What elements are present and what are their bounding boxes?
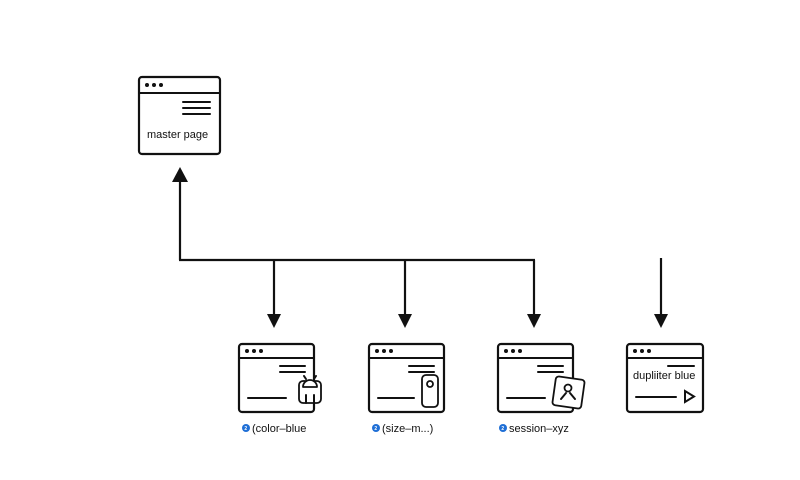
badge-label: 2	[374, 426, 377, 432]
window-dot	[389, 349, 393, 353]
variant-2-arrowhead	[398, 314, 412, 328]
android-robot-icon	[298, 375, 322, 404]
detached-arrowhead	[654, 314, 668, 328]
master-page-label: master page	[147, 129, 208, 141]
window-dot	[375, 349, 379, 353]
badge-label: 2	[244, 426, 247, 432]
info-badge-icon	[372, 424, 380, 432]
variant-window-2	[367, 342, 446, 414]
variant-caption-2: 2 (size–m...)	[372, 423, 433, 435]
info-badge-icon	[242, 424, 250, 432]
variant-3-arrowhead	[527, 314, 541, 328]
variant-caption-text-3: session–xyz	[509, 423, 569, 435]
master-page-window: master page	[137, 75, 222, 156]
window-dot	[518, 349, 522, 353]
variant-caption-text-2: (size–m...)	[382, 423, 433, 435]
variant-caption-text-1: (color–blue	[252, 423, 306, 435]
window-dot	[145, 83, 149, 87]
window-dot	[633, 349, 637, 353]
window-dot	[511, 349, 515, 353]
window-dot	[647, 349, 651, 353]
window-dot	[245, 349, 249, 353]
master-arrowhead	[172, 167, 188, 182]
window-dot	[152, 83, 156, 87]
detached-window-label: dupliiter blue	[633, 370, 695, 382]
window-dot	[504, 349, 508, 353]
variant-caption-3: 2 session–xyz	[499, 423, 569, 435]
info-badge-icon	[499, 424, 507, 432]
window-dot	[159, 83, 163, 87]
badge-label: 2	[501, 426, 504, 432]
variant-window-3	[496, 342, 586, 414]
window-dot	[640, 349, 644, 353]
user-profile-icon	[551, 375, 586, 410]
variant-window-1	[237, 342, 322, 414]
detached-window: dupliiter blue	[625, 342, 705, 414]
connectors	[172, 167, 668, 328]
variant-caption-1: 2 (color–blue	[242, 423, 306, 435]
variant-1-arrowhead	[267, 314, 281, 328]
window-dot	[259, 349, 263, 353]
window-dot	[252, 349, 256, 353]
window-dot	[382, 349, 386, 353]
phone-device-icon	[421, 374, 439, 408]
play-triangle-icon	[684, 389, 696, 404]
